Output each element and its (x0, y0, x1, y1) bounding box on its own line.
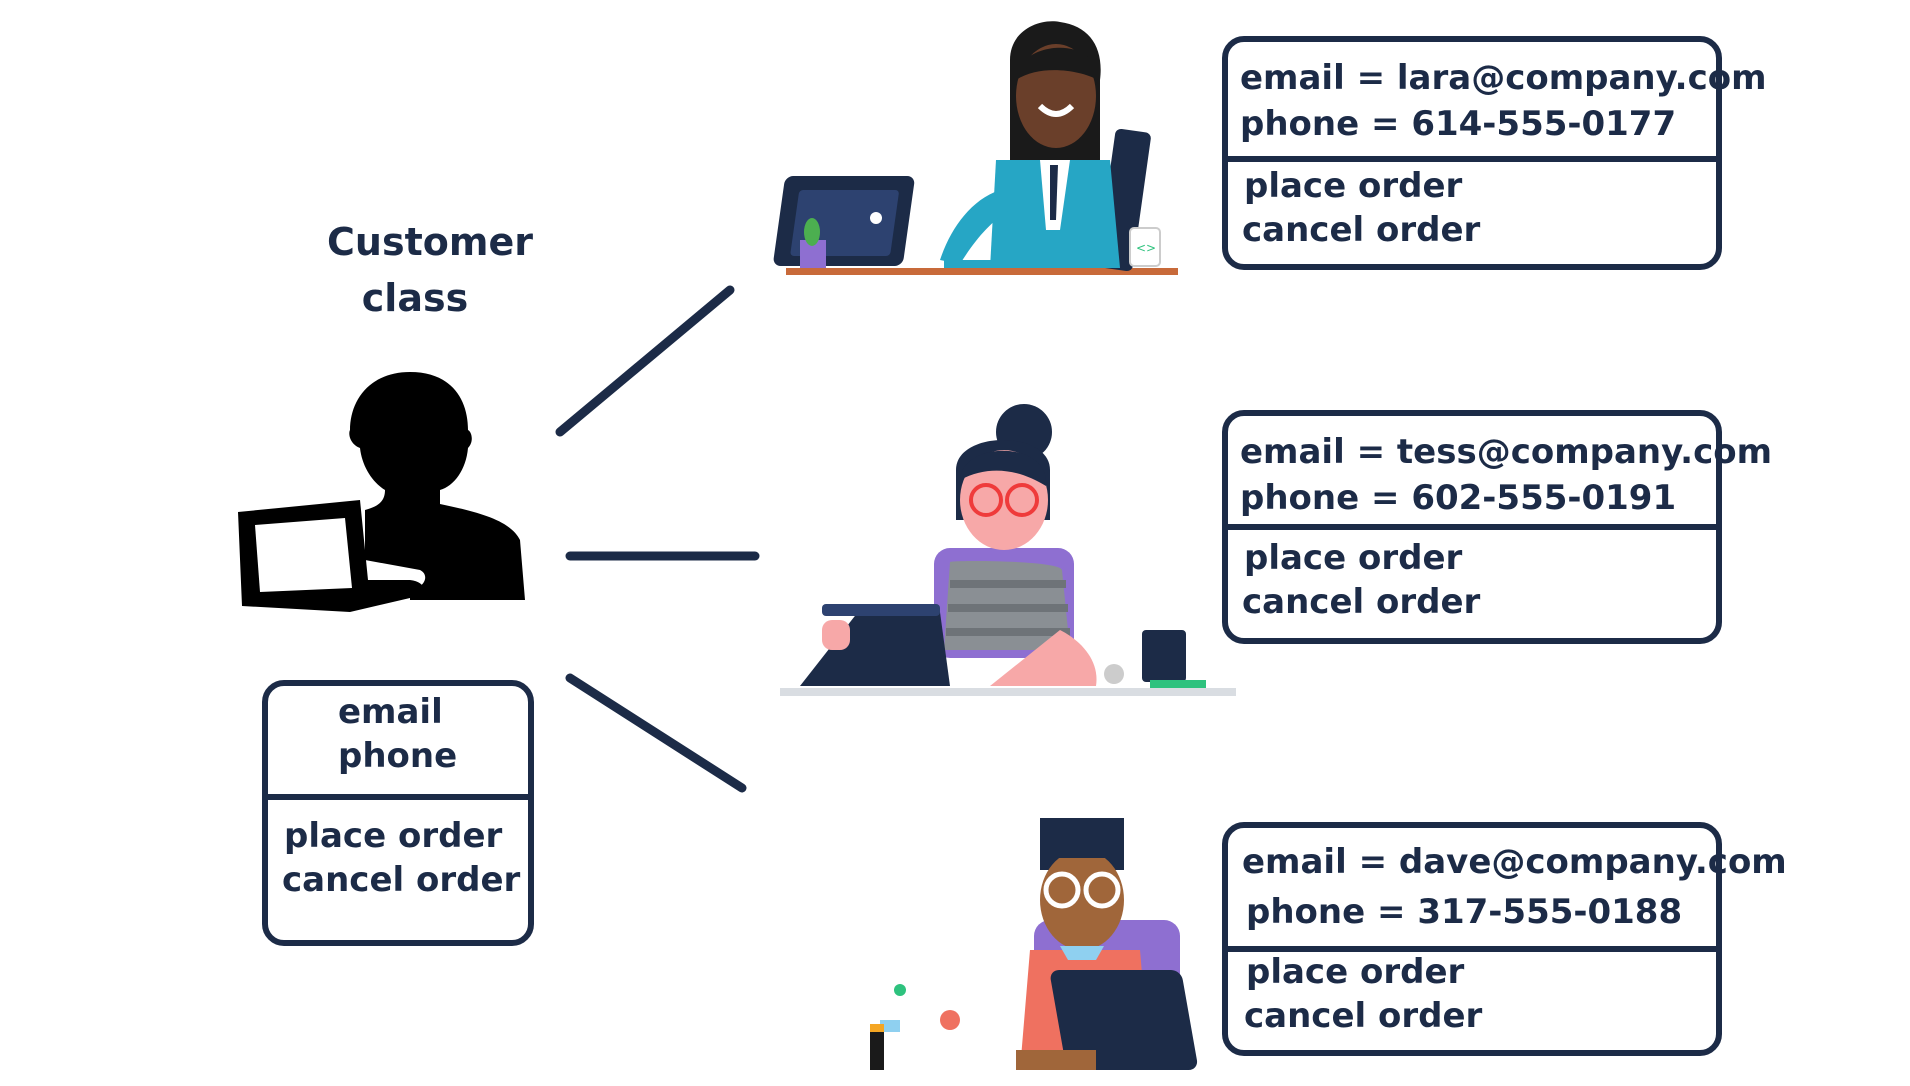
person-tablet-icon (780, 404, 1236, 696)
object-method-cancel-order: cancel order (1242, 210, 1481, 250)
object-method-place-order: place order (1246, 952, 1465, 992)
connector-line-1 (555, 285, 735, 437)
customer-silhouette-icon (238, 372, 525, 612)
object-box-dave: email = dave@company.com phone = 317-555… (1222, 822, 1787, 1056)
object-box-tess: email = tess@company.com phone = 602-555… (1222, 410, 1772, 644)
class-method-place-order: place order (284, 816, 503, 856)
class-title-line1: Customer (327, 220, 533, 264)
object-method-place-order: place order (1244, 538, 1463, 578)
person-laptop-icon: <> (773, 21, 1178, 275)
object-phone: phone = 602-555-0191 (1240, 478, 1677, 518)
object-method-cancel-order: cancel order (1244, 996, 1483, 1036)
object-attributes-section (1228, 42, 1716, 162)
object-box-lara: email = lara@company.com phone = 614-555… (1222, 36, 1767, 270)
svg-text:<>: <> (1136, 241, 1156, 255)
object-method-place-order: place order (1244, 166, 1463, 206)
class-attributes-section (268, 686, 528, 800)
object-phone: phone = 317-555-0188 (1246, 892, 1683, 932)
class-title: Customer class (320, 214, 540, 326)
class-title-line2: class (361, 276, 469, 320)
class-box: email phone place order cancel order (262, 680, 534, 946)
class-attr-email: email (338, 692, 443, 732)
object-email: email = lara@company.com (1240, 58, 1767, 98)
connector-line-3 (565, 673, 747, 793)
class-method-cancel-order: cancel order (282, 860, 521, 900)
object-method-cancel-order: cancel order (1242, 582, 1481, 622)
object-attributes-section (1228, 416, 1716, 530)
class-attr-phone: phone (338, 736, 458, 776)
object-email: email = dave@company.com (1242, 842, 1787, 882)
object-email: email = tess@company.com (1240, 432, 1773, 472)
object-attributes-section (1228, 828, 1716, 952)
person-laptop-glasses-icon (870, 818, 1198, 1070)
object-phone: phone = 614-555-0177 (1240, 104, 1677, 144)
